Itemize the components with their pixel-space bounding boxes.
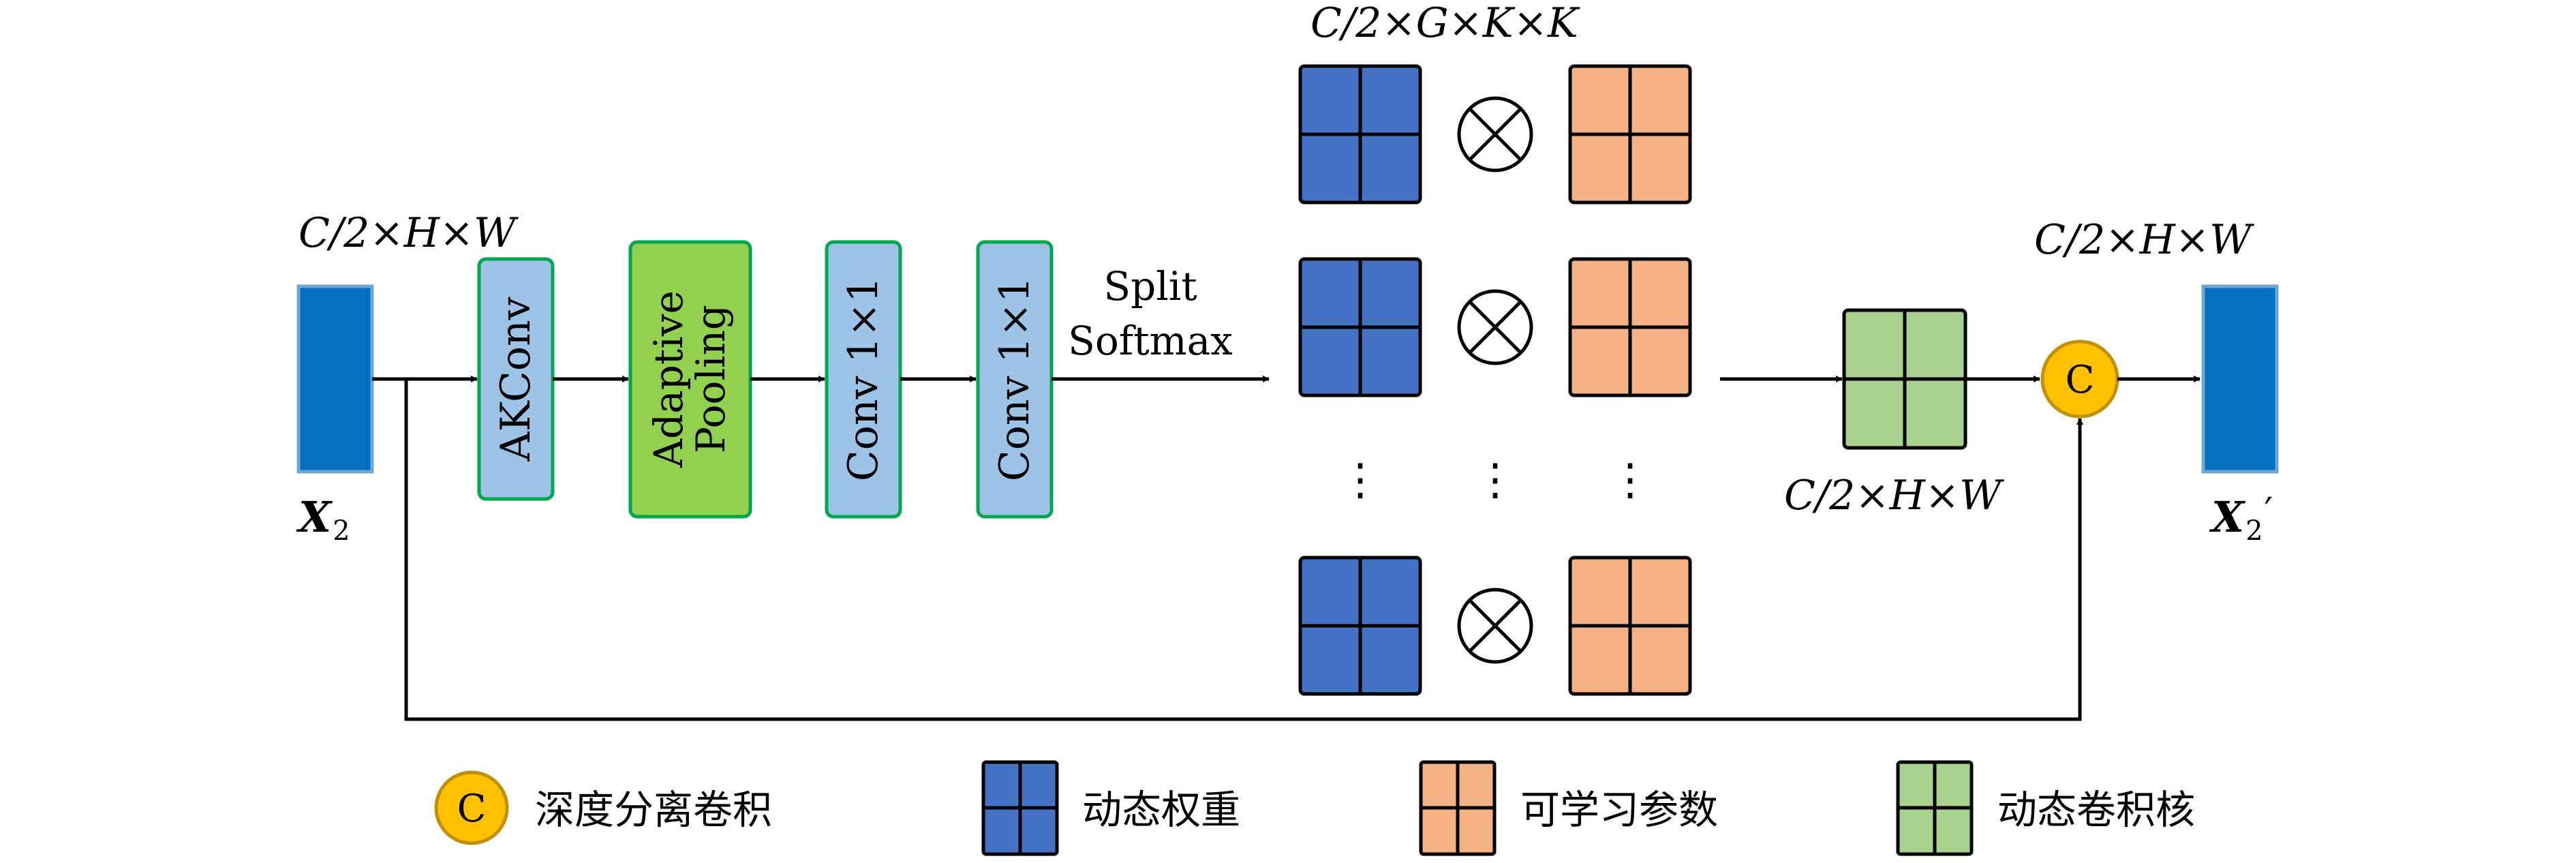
output-name-label: X2′ (2209, 490, 2273, 547)
input-tensor (296, 284, 374, 474)
legend: C 深度分离卷积 动态权重 可学习参数 动态卷 (434, 760, 2195, 856)
input-dims-label: C/2×H×W (298, 209, 519, 257)
output-tensor (2201, 284, 2279, 474)
learnable-param-row2 (1568, 257, 1692, 397)
legend-blue-grid-icon (981, 760, 1059, 856)
legend-label: 动态权重 (1082, 787, 1240, 833)
dynamic-weight-row2 (1298, 257, 1422, 397)
legend-label: 可学习参数 (1520, 787, 1718, 833)
conv2-label: Conv 1×1 (991, 277, 1039, 481)
pool-label-line2: Pooling (688, 305, 734, 453)
legend-orange-grid-icon (1419, 760, 1497, 856)
concat-symbol: C (2066, 358, 2095, 402)
split-label: Split (1103, 263, 1197, 309)
legend-item-dynamic-weight: 动态权重 (981, 760, 1240, 856)
learnable-param-row3 (1568, 556, 1692, 696)
legend-item-learnable-param: 可学习参数 (1419, 760, 1718, 856)
weight-dims-label: C/2×G×K×K (1310, 0, 1580, 47)
legend-green-grid-icon (1896, 760, 1974, 856)
dynamic-weight-row1 (1298, 64, 1422, 205)
dynamic-weight-row3 (1298, 556, 1422, 696)
legend-item-dynamic-kernel: 动态卷积核 (1896, 760, 2195, 856)
dynamic-kernel (1842, 308, 1967, 450)
multiply-symbol-row3 (1457, 588, 1533, 664)
kernel-dims-label: C/2×H×W (1784, 472, 2004, 519)
vdots-weight: ⋮ (1338, 455, 1382, 505)
concat-node: C (2040, 339, 2119, 419)
legend-label: 深度分离卷积 (535, 787, 772, 833)
input-name-label: X2 (296, 492, 350, 547)
legend-concat-symbol: C (457, 787, 487, 831)
pool-label-line1: Adaptive (645, 290, 692, 468)
multiply-symbol-row2 (1457, 289, 1533, 365)
conv1-label: Conv 1×1 (840, 277, 887, 481)
output-dims-label: C/2×H×W (2034, 216, 2254, 264)
akconv-label: AKConv (492, 297, 540, 461)
softmax-label: Softmax (1068, 318, 1233, 364)
legend-item-concat: C 深度分离卷积 (434, 770, 772, 845)
vdots-multiply: ⋮ (1473, 455, 1517, 505)
legend-concat-icon (434, 770, 509, 845)
vdots-param: ⋮ (1608, 455, 1652, 505)
learnable-param-row1 (1568, 64, 1692, 205)
edge-skip-connection (404, 379, 2083, 721)
multiply-symbol-row1 (1457, 96, 1533, 172)
legend-label: 动态卷积核 (1997, 787, 2195, 833)
